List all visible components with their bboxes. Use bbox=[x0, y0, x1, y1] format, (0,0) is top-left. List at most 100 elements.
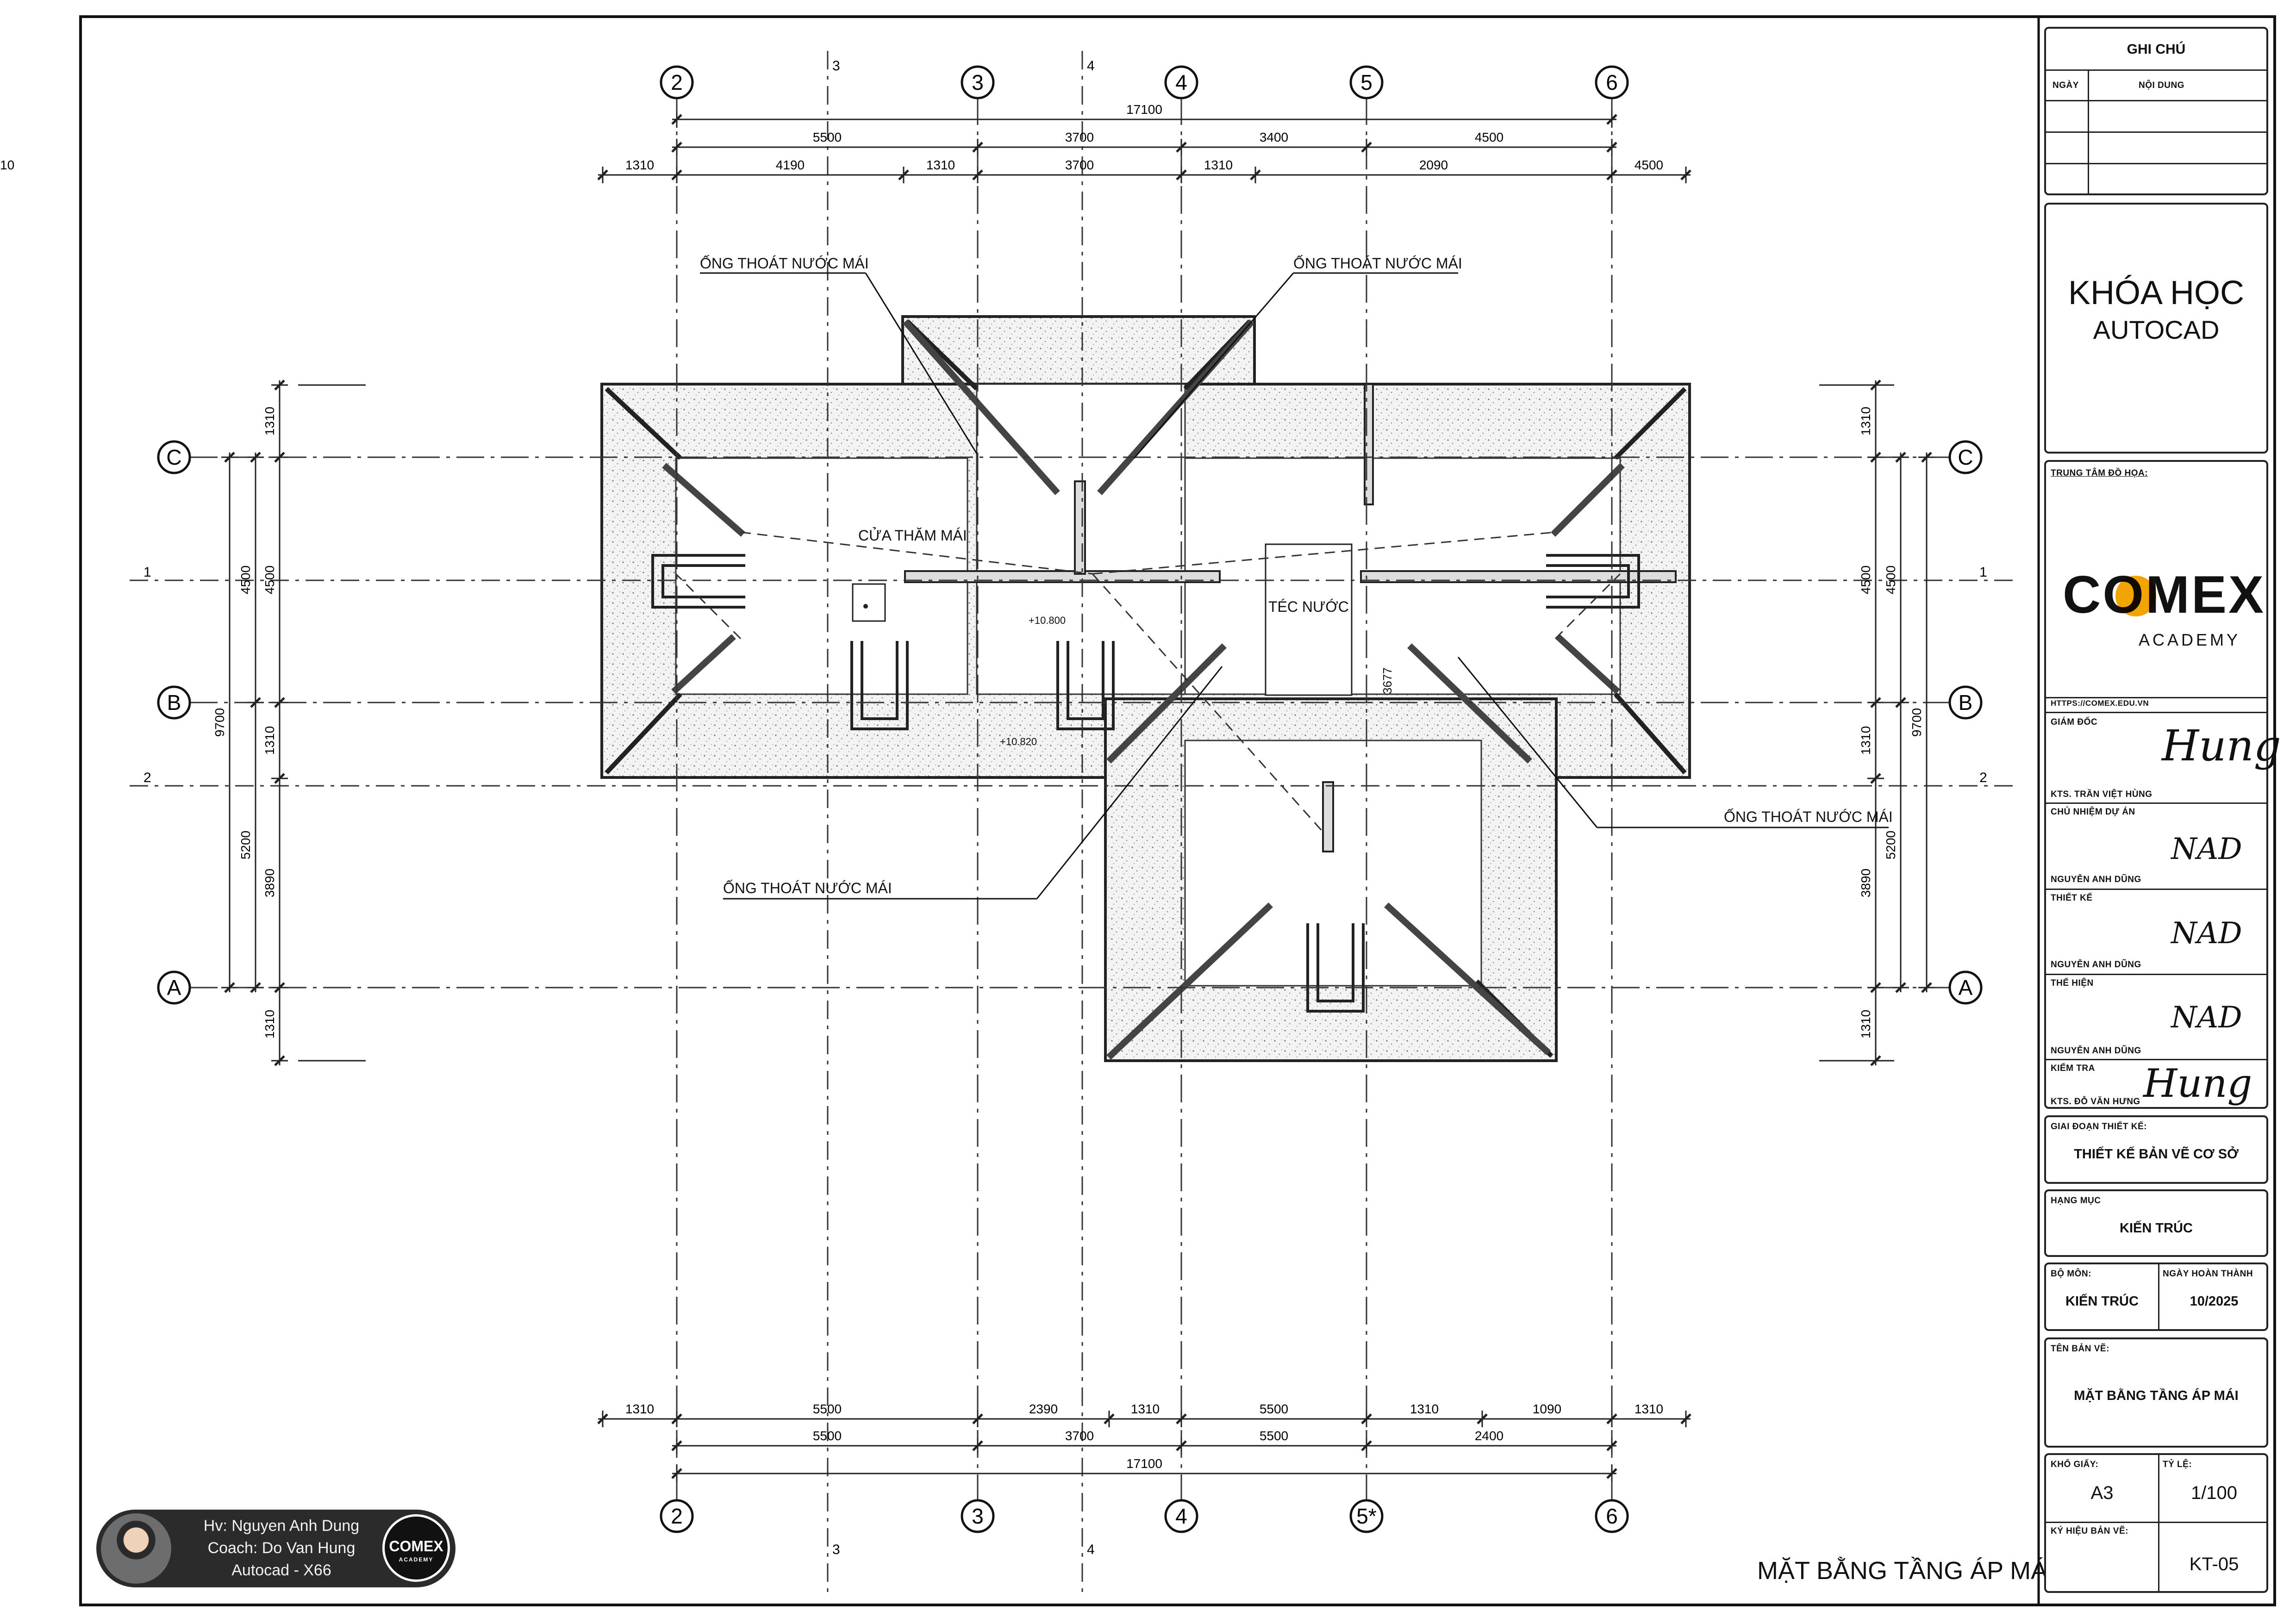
dim-right-outer-slash-4 bbox=[1870, 982, 1881, 993]
paper-label: KHỔ GIẤY: bbox=[2051, 1460, 2099, 1469]
gutter-channel-1 bbox=[850, 641, 909, 730]
dim-bottom-row2-slash-3 bbox=[1361, 1440, 1372, 1451]
signature-panel: TRUNG TÂM ĐỒ HỌA: COMEX ACADEMY HTTPS://… bbox=[2044, 460, 2281, 1109]
draw-signature: NAD bbox=[2171, 1001, 2242, 1035]
grid-bubble-left-2 bbox=[157, 685, 191, 720]
grid-label-bottom-3: 4 bbox=[1175, 1504, 1187, 1528]
dim-left-overall-slash-1 bbox=[224, 982, 235, 993]
section-mark-right-1: 1 bbox=[1979, 565, 1987, 580]
drawing-name-value: MẶT BẰNG TẦNG ÁP MÁI bbox=[2074, 1388, 2239, 1403]
dim-top-row3-slash-2 bbox=[898, 169, 909, 180]
dim-left-overall-label-0: 9700 bbox=[212, 708, 227, 737]
water-tank-label: TÉC NƯỚC bbox=[1268, 598, 1349, 615]
dim-right-inner-label-0: 4500 bbox=[1884, 566, 1898, 594]
sloped-wall-10 bbox=[1384, 902, 1551, 1055]
drain-slope-line-1 bbox=[740, 531, 1093, 575]
dim-bottom-row2-slash-1 bbox=[972, 1440, 983, 1451]
grid-bubble-top-3 bbox=[1164, 65, 1198, 99]
center-label: TRUNG TÂM ĐỒ HỌA: bbox=[2051, 468, 2148, 478]
director-role: GIÁM ĐỐC bbox=[2051, 717, 2098, 727]
website-url[interactable]: HTTPS://COMEX.EDU.VN bbox=[2051, 699, 2149, 708]
dim-right-outer-slash-3 bbox=[1870, 773, 1881, 784]
dim-top-row2-slash-0 bbox=[671, 142, 682, 153]
grid-label-left-2: B bbox=[167, 690, 181, 715]
course-code: Autocad - X66 bbox=[231, 1561, 331, 1579]
dim-bottom-row1-slash-6 bbox=[1477, 1413, 1488, 1424]
dim-top-row2-label-1: 3700 bbox=[1065, 130, 1094, 144]
dim-top-row3-slash-1 bbox=[671, 169, 682, 180]
dim-bottom-row2-label-3: 2400 bbox=[1475, 1429, 1504, 1443]
drain-slope-line-4 bbox=[1092, 573, 1325, 833]
code-label: KÝ HIỆU BẢN VẼ: bbox=[2051, 1526, 2128, 1536]
grid-label-right-3: A bbox=[1959, 976, 1973, 1000]
paper-value: A3 bbox=[2090, 1483, 2114, 1503]
sloped-wall-4 bbox=[1407, 643, 1532, 764]
grid-label-bottom-1: 2 bbox=[671, 1504, 683, 1528]
draw-name: NGUYỄN ANH DŨNG bbox=[2051, 1046, 2141, 1056]
dim-left-outer-slash-1 bbox=[274, 452, 285, 463]
dim-bottom-row1-slash-1 bbox=[671, 1413, 682, 1424]
dim-left-outer-label-3: 3890 bbox=[262, 869, 277, 897]
course-subtitle: AUTOCAD bbox=[2093, 315, 2220, 344]
dim-right-inner-label-1: 5200 bbox=[1884, 831, 1898, 859]
sheet-title: MẶT BẰNG TẦNG ÁP MÁI bbox=[1757, 1557, 2054, 1585]
design-name: NGUYỄN ANH DŨNG bbox=[2051, 960, 2141, 970]
director-signature: Hung bbox=[2162, 721, 2281, 771]
dim-left-outer-label-0: 1310 bbox=[262, 407, 277, 435]
dim-left-outer-slash-3 bbox=[274, 773, 285, 784]
section-mark-left-1: 1 bbox=[144, 565, 151, 580]
department-value: KIẾN TRÚC bbox=[2065, 1294, 2139, 1309]
roof-hatch-label: CỬA THĂM MÁI bbox=[858, 527, 967, 544]
title-block: GHI CHÚ NGÀY NỘI DUNG KHÓA HỌC AUTOCAD T… bbox=[2044, 25, 2281, 1596]
dim-top-row3-label-2: 1310 bbox=[926, 158, 955, 172]
drain-label-2: ỐNG THOÁT NƯỚC MÁI bbox=[1293, 255, 1462, 272]
sloped-wall-9 bbox=[1106, 902, 1273, 1060]
dim-bottom-row1-label-6: 1090 bbox=[1533, 1402, 1561, 1416]
completion-label: NGÀY HOÀN THÀNH bbox=[2163, 1269, 2253, 1279]
dim-top-row2-slash-2 bbox=[1176, 142, 1187, 153]
director-name: KTS. TRẦN VIỆT HÙNG bbox=[2051, 790, 2152, 799]
drain-leader-2-arrow bbox=[1133, 273, 1294, 459]
sloped-wall-7 bbox=[671, 634, 736, 694]
dim-bottom-row2-label-0: 5500 bbox=[813, 1429, 842, 1443]
badge-logo-text: COMEX bbox=[389, 1538, 443, 1555]
grid-label-right-1: C bbox=[1958, 445, 1973, 469]
comex-logo: COMEX bbox=[2063, 565, 2265, 625]
dim-left-inner-slash-0 bbox=[250, 452, 261, 463]
dim-top-row3-slash-6 bbox=[1606, 169, 1617, 180]
grid-bubble-bottom-1 bbox=[660, 1499, 694, 1533]
student-badge: Hv: Nguyen Anh Dung Coach: Do Van Hung A… bbox=[96, 1510, 455, 1587]
comex-logo-text: COMEX bbox=[2063, 566, 2266, 624]
grid-label-top-4: 5 bbox=[1360, 70, 1373, 94]
grid-bubble-bottom-2 bbox=[961, 1499, 995, 1533]
scale-value: 1/100 bbox=[2190, 1483, 2238, 1503]
badge-logo: COMEX ACADEMY bbox=[382, 1514, 450, 1582]
drain-leader-3-arrow bbox=[1457, 657, 1598, 828]
notes-content-column: NỘI DUNG bbox=[2139, 81, 2184, 90]
stage-label: GIAI ĐOẠN THIẾT KẾ: bbox=[2051, 1122, 2147, 1132]
roof-hatch bbox=[852, 583, 886, 622]
dim-bottom-row1-slash-7 bbox=[1606, 1413, 1617, 1424]
drain-slope-line-3 bbox=[675, 573, 742, 640]
dim-bottom-row1-label-2: 2390 bbox=[1029, 1402, 1058, 1416]
drain-leader-1-arrow bbox=[865, 273, 978, 454]
hip-ridge-3 bbox=[1614, 387, 1687, 460]
pm-role: CHỦ NHIỆM DỰ ÁN bbox=[2051, 807, 2135, 817]
notes-title: GHI CHÚ bbox=[2127, 42, 2186, 57]
section-mark-bottom-2: 4 bbox=[1087, 1542, 1095, 1557]
grid-label-top-3: 4 bbox=[1175, 70, 1187, 94]
dim-bottom-row1-label-7: 1310 bbox=[1635, 1402, 1663, 1416]
code-value: KT-05 bbox=[2189, 1554, 2239, 1574]
dim-left-outer-slash-2 bbox=[274, 697, 285, 708]
roof-slab-2 bbox=[901, 315, 1256, 386]
outer-frame bbox=[79, 15, 2276, 1606]
grid-label-left-3: A bbox=[167, 976, 181, 1000]
dim-top-row2-label-2: 3400 bbox=[1260, 130, 1288, 144]
grid-label-left-1: C bbox=[166, 445, 181, 469]
grid-bubble-top-2 bbox=[961, 65, 995, 99]
dim-top-overall-slash-1 bbox=[1606, 114, 1617, 125]
dim-bottom-row2-label-1: 3700 bbox=[1065, 1429, 1094, 1443]
dim-left-outer-label-2: 1310 bbox=[262, 726, 277, 755]
